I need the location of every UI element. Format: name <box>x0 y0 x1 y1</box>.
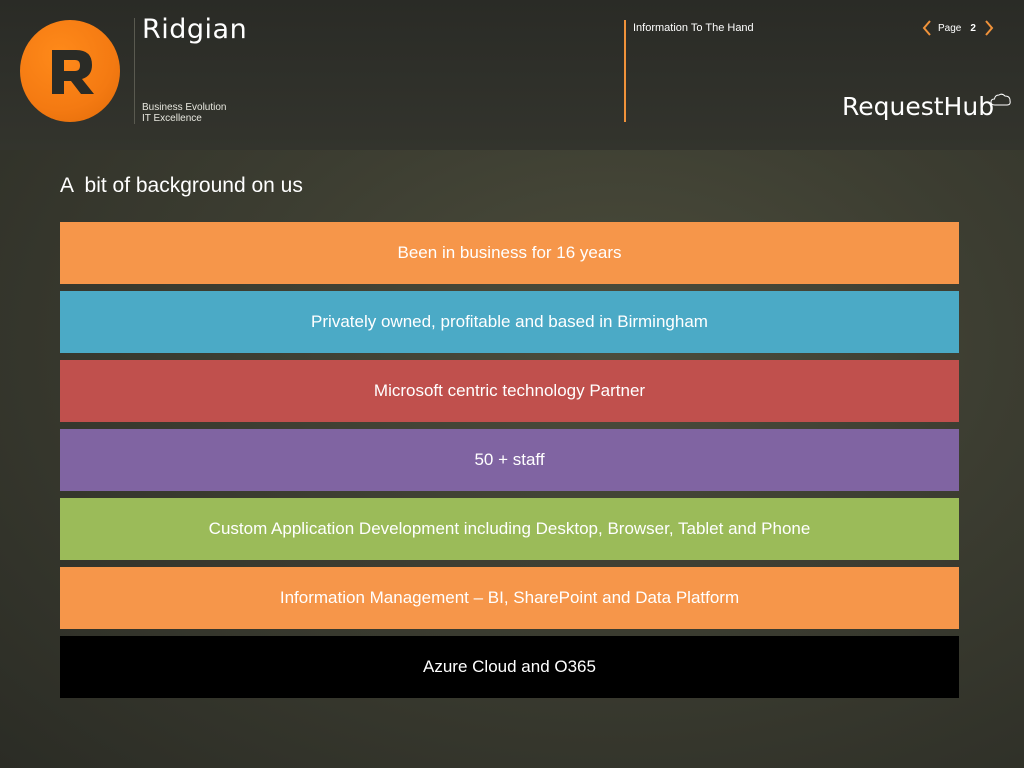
tagline-line-2: IT Excellence <box>142 113 202 124</box>
requesthub-logo: RequestHub <box>842 92 1012 122</box>
list-item: Privately owned, profitable and based in… <box>60 291 959 353</box>
slide-title: A bit of background on us <box>60 174 303 197</box>
list-item: 50 + staff <box>60 429 959 491</box>
slide-header: Ridgian Business Evolution IT Excellence… <box>0 0 1024 150</box>
list-item: Information Management – BI, SharePoint … <box>60 567 959 629</box>
ridgian-logo <box>20 20 120 122</box>
chevron-left-icon[interactable] <box>920 18 934 38</box>
header-divider <box>134 18 135 124</box>
list-item: Azure Cloud and O365 <box>60 636 959 698</box>
info-text: Information To The Hand <box>633 22 754 34</box>
background-list: Been in business for 16 years Privately … <box>60 222 959 705</box>
cloud-icon <box>990 93 1011 106</box>
list-item: Been in business for 16 years <box>60 222 959 284</box>
tagline-line-1: Business Evolution <box>142 102 227 113</box>
orange-divider <box>624 20 626 122</box>
brand-name: Ridgian <box>142 14 248 45</box>
page-label: Page <box>938 22 962 34</box>
chevron-right-icon[interactable] <box>982 18 996 38</box>
page-number: 2 <box>970 22 976 34</box>
list-item: Microsoft centric technology Partner <box>60 360 959 422</box>
product-name: RequestHub <box>842 92 995 121</box>
page-navigator: Page 2 <box>920 18 996 38</box>
brand-tagline: Business Evolution IT Excellence <box>142 102 227 124</box>
list-item: Custom Application Development including… <box>60 498 959 560</box>
r-logo-icon <box>52 50 94 94</box>
